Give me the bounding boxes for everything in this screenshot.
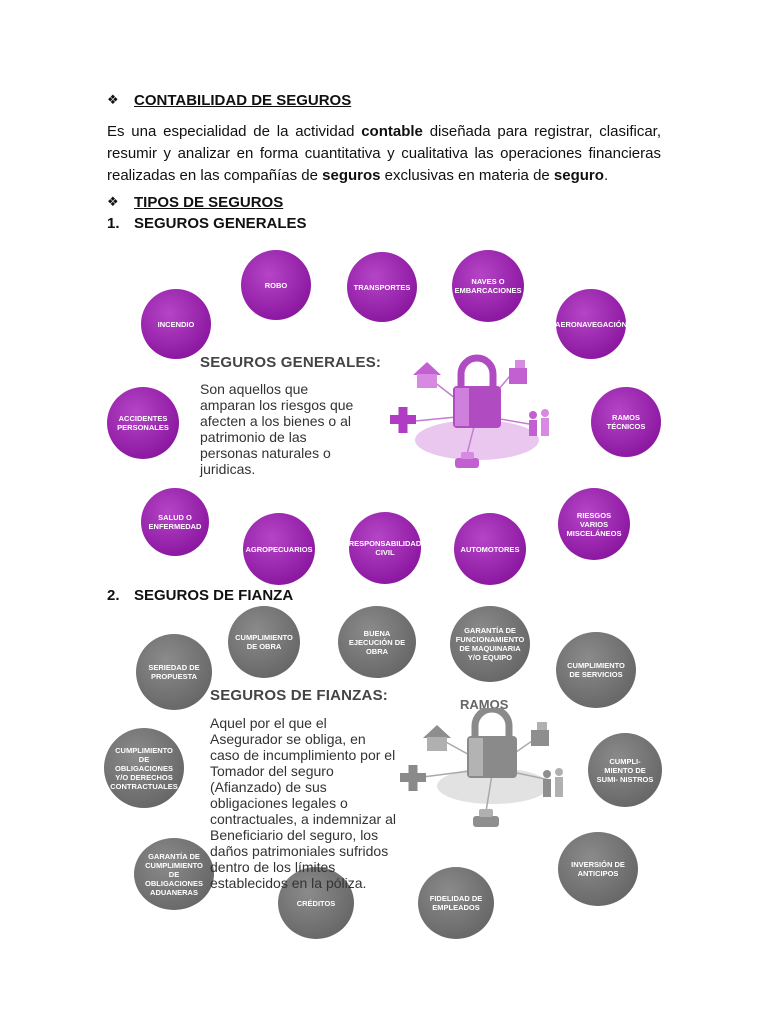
subsection-title-fianza: SEGUROS DE FIANZA [134, 587, 294, 604]
plus-cross-icon [400, 765, 426, 791]
people-icon [543, 768, 563, 797]
car-icon [473, 809, 499, 827]
circle-agropecuarios: Agropecuarios [243, 513, 315, 585]
subsection-number-2: 2. [107, 587, 120, 604]
purple-lock-illustration [390, 354, 549, 468]
section-title-tipos: TIPOS DE SEGUROS [134, 194, 284, 211]
section-title-contabilidad: CONTABILIDAD DE SEGUROS [134, 92, 352, 109]
circle-robo: Robo [241, 250, 311, 320]
diamond-bullet-icon: ❖ [107, 92, 119, 107]
generales-block-text: Son aquellos que amparan los riesgos que… [200, 381, 354, 477]
circle-salud: Salud o enfermedad [141, 488, 209, 556]
circle-garantia-funcionamiento: Garantía de funcionamiento de maquinaria… [450, 606, 530, 682]
generales-block-title: SEGUROS GENERALES: [200, 354, 382, 371]
circle-seriedad-propuesta: Seriedad de propuesta [136, 634, 212, 710]
circle-responsabilidad: Responsabilidad civil [349, 512, 421, 584]
shopping-bag-icon [531, 722, 549, 746]
circle-cumplimiento-servicios: Cumplimiento de servicios [556, 632, 636, 708]
subsection-title-generales: SEGUROS GENERALES [134, 215, 307, 232]
gray-lock-illustration [400, 708, 563, 827]
circle-naves: Naves o embarcaciones [452, 250, 524, 322]
house-icon [413, 362, 441, 388]
bold-seguros: seguros [322, 167, 381, 184]
subsection-number-1: 1. [107, 215, 120, 232]
fianza-block-text: Aquel por el que el Asegurador se obliga… [210, 715, 396, 891]
circle-incendio: Incendio [141, 289, 211, 359]
circle-inversion-anticipos: Inversión de anticipos [558, 832, 638, 906]
circle-fidelidad-empleados: Fidelidad de empleados [418, 867, 494, 939]
circle-riesgos-varios: Riesgos varios misceláneos [558, 488, 630, 560]
circle-cumplimiento-obra: Cumplimiento de obra [228, 606, 300, 678]
circle-transportes: Transportes [347, 252, 417, 322]
circle-cumplimiento-obligaciones: Cumplimiento de obligaciones y/o derecho… [104, 728, 184, 808]
circle-cumplimiento-suministros: Cumpli- miento de sumi- nistros [588, 733, 662, 807]
circle-accidentes: Accidentes personales [107, 387, 179, 459]
shopping-bag-icon [509, 360, 527, 384]
house-icon [423, 725, 451, 751]
intro-paragraph: Es una especialidad de la actividad cont… [107, 123, 661, 184]
circle-garantia-aduaneras: Garantía de cumplimiento de obligaciones… [134, 838, 214, 910]
fianza-block-title: SEGUROS DE FIANZAS: [210, 687, 388, 704]
circle-buena-ejecucion: Buena ejecución de obra [338, 606, 416, 678]
circle-ramos-tecnicos: Ramos técnicos [591, 387, 661, 457]
circle-creditos: Créditos [278, 867, 354, 939]
circle-aeronavegacion: Aeronavegación [555, 289, 627, 359]
people-icon [529, 409, 549, 436]
car-icon [455, 452, 479, 468]
bold-seguro: seguro [553, 167, 604, 184]
diamond-outline-bullet-icon: ❖ [107, 194, 119, 209]
plus-cross-icon [390, 407, 416, 433]
bold-contable: contable [361, 123, 423, 140]
circle-automotores: Automotores [454, 513, 526, 585]
